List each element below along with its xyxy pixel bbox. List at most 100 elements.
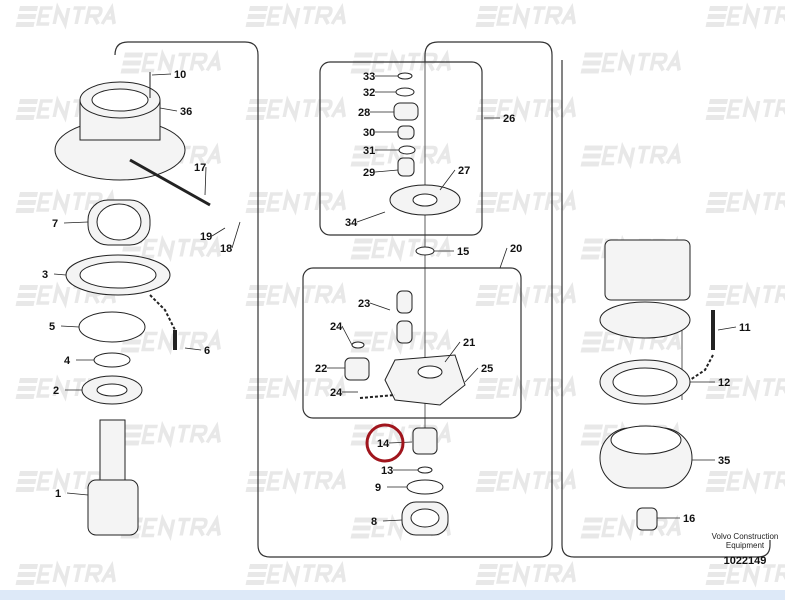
callout-22[interactable]: 22	[315, 363, 327, 375]
watermark-logo	[475, 188, 576, 216]
callout-10[interactable]: 10	[174, 69, 186, 81]
callout-11[interactable]: 11	[739, 322, 751, 334]
leader-line	[53, 273, 67, 276]
callout-24[interactable]: 24	[330, 321, 343, 333]
watermark-logo	[350, 234, 451, 263]
callout-6[interactable]: 6	[204, 345, 210, 357]
watermark-logo	[245, 374, 346, 402]
leader-line	[369, 302, 391, 311]
part-motor	[604, 239, 691, 301]
watermark-logo	[15, 2, 116, 30]
frame-20	[302, 267, 522, 419]
part-gear-14	[412, 427, 438, 455]
callout-23[interactable]: 23	[358, 298, 370, 310]
callout-34[interactable]: 34	[345, 217, 358, 229]
left-assembly	[54, 72, 211, 536]
callout-29[interactable]: 29	[363, 167, 375, 179]
leader-line	[66, 492, 89, 496]
callout-30[interactable]: 30	[363, 127, 375, 139]
watermark-logo	[705, 560, 785, 588]
watermark-logo	[705, 95, 785, 123]
callout-8[interactable]: 8	[371, 516, 377, 528]
part-pinion-16	[636, 507, 658, 531]
watermark-logo	[475, 2, 576, 30]
callout-32[interactable]: 32	[363, 87, 375, 99]
watermark-logo	[15, 560, 116, 588]
watermark-logo	[705, 281, 785, 309]
callout-33[interactable]: 33	[363, 71, 375, 83]
watermark-logo	[475, 467, 576, 495]
callout-4[interactable]: 4	[64, 355, 71, 367]
caption-line2: Equipment	[725, 541, 765, 550]
watermark-logo	[120, 234, 221, 263]
callout-19[interactable]: 19	[200, 231, 212, 243]
callout-7[interactable]: 7	[52, 218, 58, 230]
part-carrier-21	[384, 354, 466, 406]
part-oring-4	[93, 352, 131, 368]
leader-line	[439, 169, 456, 191]
callout-15[interactable]: 15	[457, 246, 469, 258]
leader-line	[184, 347, 202, 351]
leader-line	[464, 367, 479, 383]
callout-1[interactable]: 1	[55, 488, 61, 500]
callout-26[interactable]: 26	[503, 113, 515, 125]
callout-12[interactable]: 12	[718, 377, 730, 389]
callout-18[interactable]: 18	[220, 243, 232, 255]
group-frames	[114, 41, 771, 558]
leader-line	[388, 441, 413, 444]
leader-line	[717, 326, 737, 331]
manufacturer-caption: Volvo Construction Equipment	[695, 532, 785, 550]
watermark-logo	[120, 327, 221, 356]
callout-17[interactable]: 17	[194, 162, 206, 174]
watermark-logo	[245, 560, 346, 588]
watermark-logo	[705, 467, 785, 495]
highlight-circle-14	[365, 423, 405, 463]
leader-line	[374, 169, 399, 173]
watermark-logo	[475, 560, 576, 588]
callout-14[interactable]: 14	[377, 438, 390, 450]
right-assembly	[599, 239, 715, 531]
watermark-logo	[120, 420, 221, 449]
leader-line	[211, 227, 226, 237]
watermark-logo	[120, 48, 221, 77]
callout-31[interactable]: 31	[363, 145, 375, 157]
watermark-logo	[475, 374, 576, 402]
caption-line1: Volvo Construction	[711, 532, 779, 541]
bottom-strip	[0, 590, 785, 600]
watermark-logo	[580, 141, 681, 170]
callout-13[interactable]: 13	[381, 465, 393, 477]
part-ring-5	[78, 311, 146, 343]
callout-36[interactable]: 36	[180, 106, 192, 118]
watermark-logo	[580, 48, 681, 77]
callout-24[interactable]: 24	[330, 387, 343, 399]
leader-line	[341, 325, 353, 346]
part-washer-15	[415, 246, 435, 256]
part-gear-1	[87, 479, 139, 536]
leader-line	[60, 325, 80, 328]
part-shaft-1	[99, 419, 126, 481]
watermark-logo	[705, 188, 785, 216]
right-frame-outline	[561, 60, 771, 558]
callout-28[interactable]: 28	[358, 107, 370, 119]
callout-35[interactable]: 35	[718, 455, 730, 467]
callout-21[interactable]: 21	[463, 337, 475, 349]
callout-20[interactable]: 20	[510, 243, 522, 255]
leader-line	[151, 73, 172, 76]
callout-3[interactable]: 3	[42, 269, 48, 281]
callout-5[interactable]: 5	[49, 321, 55, 333]
watermark-logo	[245, 2, 346, 30]
callout-25[interactable]: 25	[481, 363, 493, 375]
watermark-logo	[475, 281, 576, 309]
callout-2[interactable]: 2	[53, 385, 59, 397]
watermark-logo	[245, 95, 346, 123]
leader-line	[444, 341, 461, 363]
leader-line	[63, 221, 89, 224]
watermark-logo	[15, 467, 116, 495]
callout-16[interactable]: 16	[683, 513, 695, 525]
leader-line	[231, 221, 241, 249]
watermark-logo	[245, 467, 346, 495]
callout-9[interactable]: 9	[375, 482, 381, 494]
callout-27[interactable]: 27	[458, 165, 470, 177]
frame-26	[319, 61, 483, 236]
